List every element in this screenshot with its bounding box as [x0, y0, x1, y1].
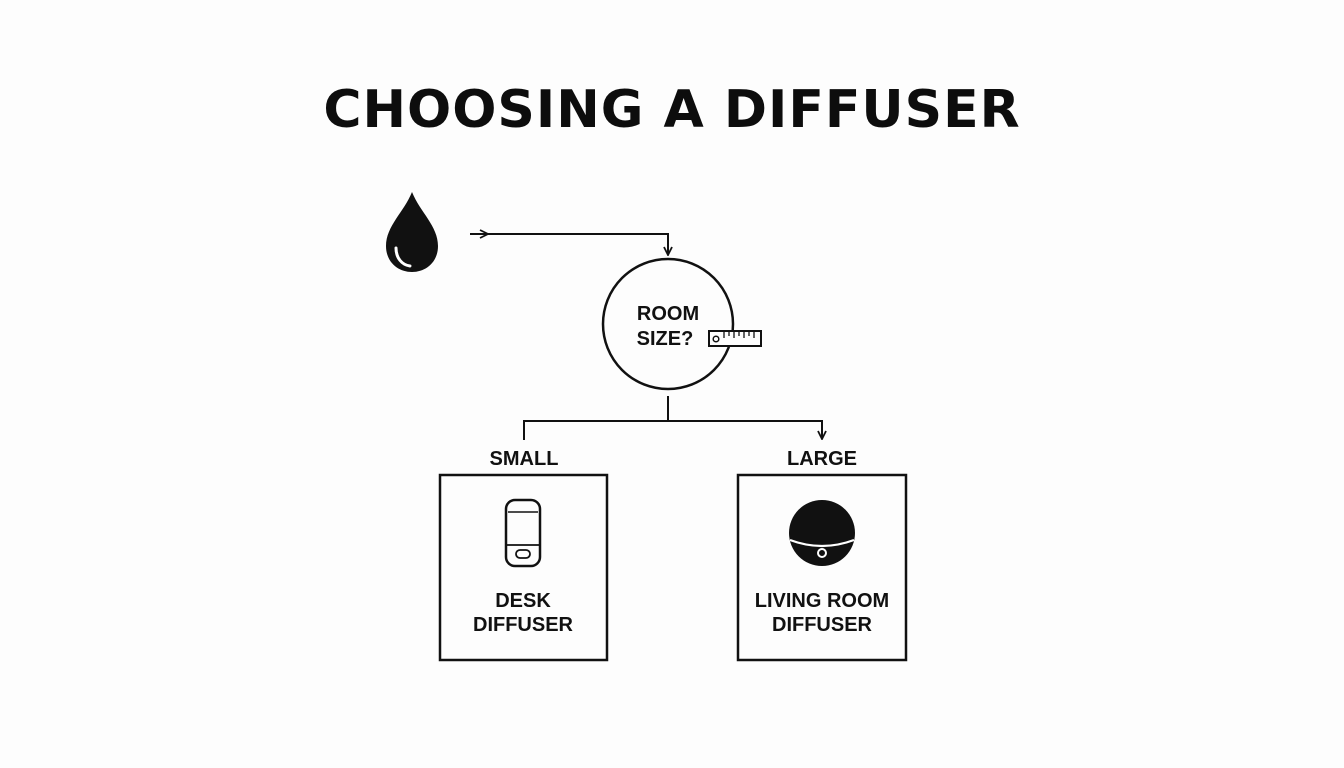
- decision-label-line1: ROOM: [637, 303, 699, 325]
- desk-diffuser-icon: [504, 498, 542, 568]
- result-large-line1: LIVING ROOM: [755, 590, 889, 612]
- page-title: CHOOSING A DIFFUSER: [323, 80, 1021, 140]
- connector-decision-branches: [523, 396, 822, 440]
- connector-start-to-decision: [470, 234, 668, 255]
- result-small-line2: DIFFUSER: [473, 614, 574, 636]
- result-large-line2: DIFFUSER: [772, 614, 873, 636]
- sphere-diffuser-icon: [789, 500, 855, 566]
- oil-drop-icon: [386, 192, 438, 272]
- branch-label-small: SMALL: [490, 448, 559, 470]
- decision-node: ROOM SIZE?: [601, 257, 735, 391]
- result-small-line1: DESK: [495, 590, 551, 612]
- branch-label-large: LARGE: [787, 448, 857, 470]
- ruler-icon: [708, 330, 762, 347]
- decision-label-line2: SIZE?: [637, 328, 694, 350]
